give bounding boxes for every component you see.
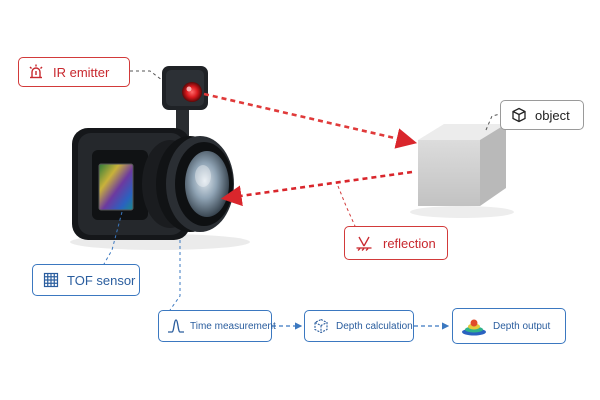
reflection-icon <box>355 234 373 252</box>
object-callout: object <box>500 100 584 130</box>
ir-emitter-module <box>162 66 208 144</box>
pulse-icon <box>167 318 185 334</box>
emitted-ir-beam <box>203 92 418 149</box>
tof-sensor-label: TOF sensor <box>67 272 136 288</box>
object-leader <box>485 113 501 131</box>
tof-sensor-callout: TOF sensor <box>32 264 140 296</box>
reflection-callout: reflection <box>344 226 448 260</box>
cube-icon <box>511 107 527 123</box>
ir-emitter-leader <box>130 70 163 81</box>
depth-output-box: Depth output <box>452 308 566 344</box>
camera-lens <box>142 136 234 232</box>
depth-calculation-box: Depth calculation <box>304 310 414 342</box>
camera-to-pipeline-leader <box>169 240 181 311</box>
reflection-label: reflection <box>383 235 436 251</box>
time-measurement-box: Time measurement <box>158 310 276 342</box>
emitter-led <box>182 82 202 102</box>
tof-sensor-leader <box>103 211 123 265</box>
depth-output-label: Depth output <box>493 320 551 332</box>
cube-calc-icon <box>313 318 329 334</box>
depth-calculation-label: Depth calculation <box>336 320 413 332</box>
ir-emitter-label: IR emitter <box>53 64 110 80</box>
object-label: object <box>535 107 570 123</box>
depth-map-icon <box>461 316 487 336</box>
ir-emitter-callout: IR emitter <box>18 57 130 87</box>
emitter-icon <box>27 63 45 81</box>
reflection-leader <box>337 185 356 227</box>
tof-sensor-chip <box>99 164 133 210</box>
object-cube <box>410 124 514 218</box>
reflected-ir-beam <box>220 170 413 207</box>
time-measurement-label: Time measurement <box>190 320 276 332</box>
sensor-grid-icon <box>43 272 59 288</box>
